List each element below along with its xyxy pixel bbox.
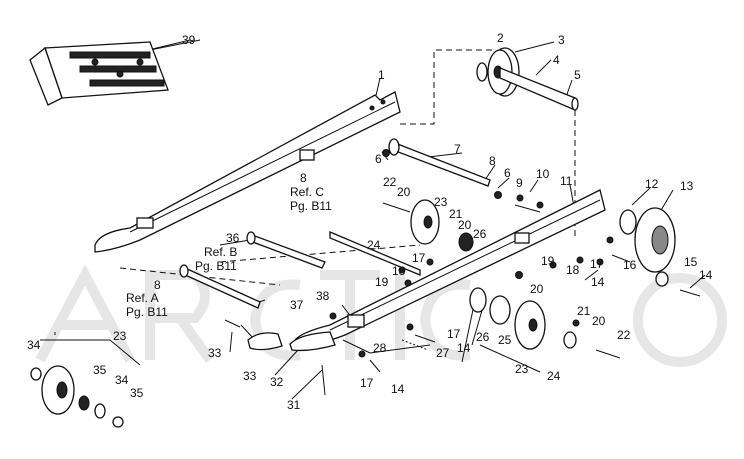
callout-21: 21	[577, 304, 591, 318]
callout-10: 10	[536, 167, 550, 181]
callout-22: 22	[383, 175, 397, 189]
callout-8: 8	[154, 278, 161, 292]
callout-14: 14	[457, 341, 471, 355]
callout-6: 6	[375, 152, 382, 166]
callout-18: 18	[392, 264, 406, 278]
reference-labels: Ref. C Pg. B11 Ref. B Pg. B11 Ref. A Pg.…	[126, 185, 332, 319]
callout-39: 39	[182, 33, 196, 47]
inset-wheel-assembly-part	[30, 365, 124, 428]
callout-6: 6	[504, 166, 511, 180]
callout-8: 8	[300, 171, 307, 185]
callout-28: 28	[373, 341, 387, 355]
slide-tips-part	[247, 331, 336, 352]
callout-2: 2	[497, 31, 504, 45]
ref-c-line2: Pg. B11	[290, 199, 332, 213]
callout-34: 34	[115, 373, 129, 387]
callout-16: 16	[623, 258, 637, 272]
callout-23: 23	[515, 362, 529, 376]
callout-14: 14	[699, 268, 713, 282]
callout-labels: 39 1 2 3 4 5 6 7 8 6 9 10 11 12 13 8 22 …	[27, 31, 713, 412]
callout-19: 19	[375, 275, 389, 289]
callout-12: 12	[645, 177, 659, 191]
callout-20: 20	[397, 185, 411, 199]
rear-axle-wheel-part	[476, 47, 579, 111]
callout-13: 13	[680, 179, 694, 193]
callout-20: 20	[458, 218, 472, 232]
callout-33: 34	[27, 338, 41, 352]
callout-27: 27	[436, 346, 450, 360]
callout-8: 8	[489, 154, 496, 168]
callout-24: 24	[367, 238, 381, 252]
callout-11: 11	[560, 174, 573, 188]
callout-19: 19	[541, 254, 555, 268]
callout-33: 35	[130, 386, 144, 400]
hardware-fasteners-part	[224, 149, 701, 396]
callout-23: 23	[113, 329, 127, 343]
slide-rail-left-part	[94, 91, 401, 253]
idler-wheels-part	[410, 199, 676, 350]
callout-4: 4	[553, 53, 560, 67]
ref-b-line1: Ref. B	[204, 245, 237, 259]
callout-26: 26	[473, 227, 487, 241]
callout-5: 5	[574, 68, 581, 82]
callout-37: 37	[290, 298, 304, 312]
callout-35: 35	[93, 363, 107, 377]
callout-20: 20	[530, 282, 544, 296]
callout-15: 15	[684, 255, 698, 269]
mounting-pad-part	[29, 41, 169, 106]
callout-38: 38	[316, 289, 330, 303]
callout-30: 32	[270, 375, 284, 389]
callout-29: 31	[287, 398, 301, 412]
callout-18: 18	[566, 263, 580, 277]
ref-c-line1: Ref. C	[290, 185, 324, 199]
callout-17: 17	[590, 257, 604, 271]
ref-a-line2: Pg. B11	[126, 305, 168, 319]
ref-b-line2: Pg. B11	[195, 259, 237, 273]
callout-32: 33	[208, 346, 222, 360]
cross-shafts-part	[179, 138, 491, 309]
callout-21: 21	[449, 207, 463, 221]
callout-25: 25	[498, 333, 512, 347]
callout-14: 14	[591, 275, 605, 289]
callout-24: 24	[547, 369, 561, 383]
callout-17: 17	[412, 251, 426, 265]
callout-1: 1	[378, 68, 385, 82]
callout-22: 22	[617, 328, 631, 342]
callout-14: 14	[391, 382, 405, 396]
callout-23: 23	[434, 195, 448, 209]
callout-17: 17	[360, 376, 374, 390]
callout-20: 20	[592, 314, 606, 328]
callout-3: 3	[558, 33, 565, 47]
ref-a-line1: Ref. A	[126, 291, 159, 305]
callout-31: 33	[243, 369, 257, 383]
callout-26: 26	[476, 330, 490, 344]
callout-7: 7	[454, 142, 461, 156]
callout-36: 36	[226, 231, 240, 245]
callout-9: 9	[516, 176, 523, 190]
callout-17: 17	[447, 327, 461, 341]
